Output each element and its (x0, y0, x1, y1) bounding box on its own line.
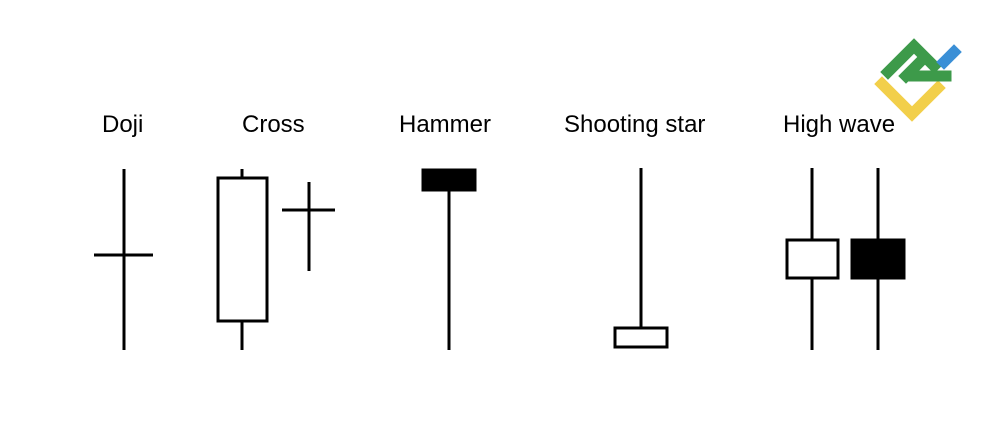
high-wave-bearish-body (850, 238, 906, 280)
shooting-star-body (613, 326, 669, 349)
high-wave-bearish-candle (850, 168, 906, 350)
high-wave-bullish-candle (785, 168, 840, 350)
cross-label: Cross (242, 111, 305, 138)
brand-logo-icon (874, 38, 962, 122)
cross-small-candle (282, 182, 335, 271)
hammer-body (421, 168, 477, 192)
cross-tall-candle (216, 169, 269, 350)
high-wave-label: High wave (783, 111, 896, 138)
shooting-star-candle (613, 168, 669, 349)
hammer-label: Hammer (399, 111, 492, 138)
doji-candle (94, 169, 153, 350)
cross-bullish-body (216, 176, 269, 323)
high-wave-bullish-body (785, 238, 840, 280)
shooting-star-label: Shooting star (564, 111, 706, 138)
hammer-candle (421, 168, 477, 350)
doji-label: Doji (102, 111, 144, 138)
